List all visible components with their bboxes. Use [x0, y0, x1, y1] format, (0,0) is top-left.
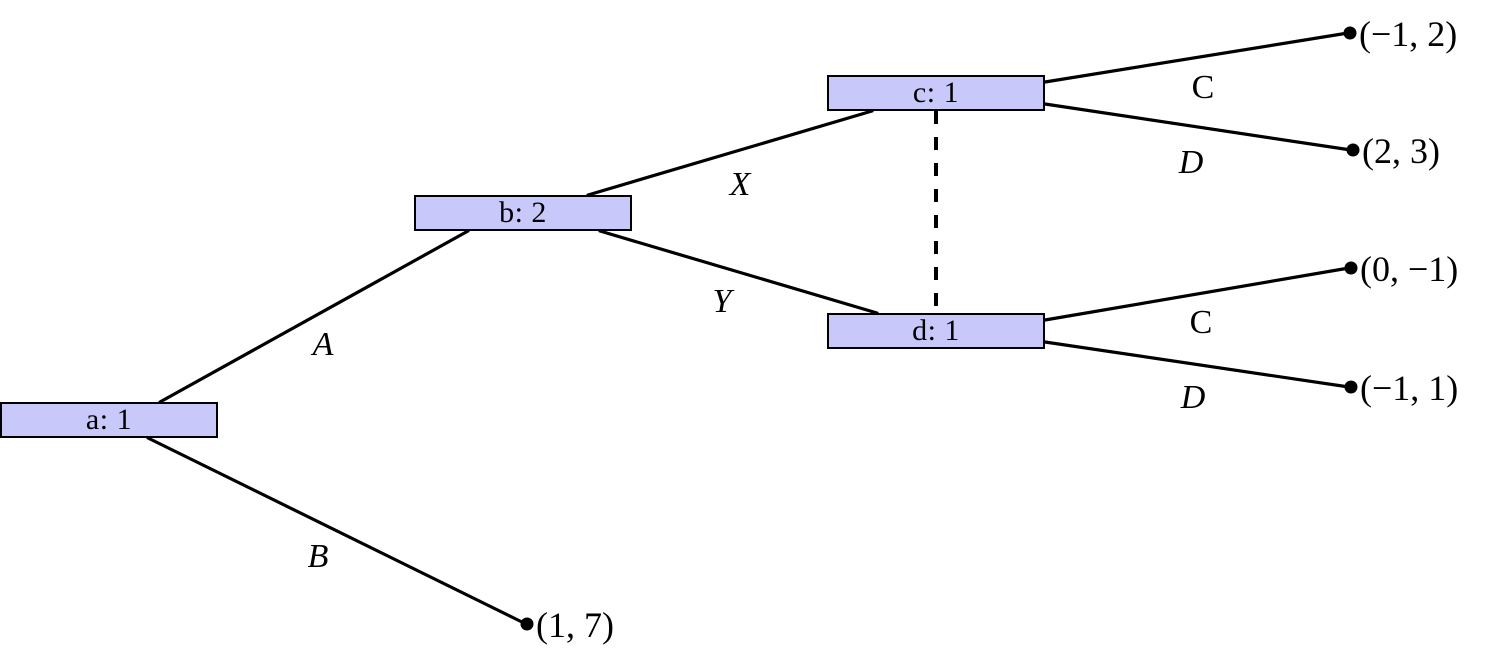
decision-node-label-b: b: 2	[499, 196, 547, 229]
tree-edge-d-t3	[1043, 266, 1351, 322]
tree-edge-a-t5	[146, 436, 526, 625]
action-label-a-t5: B	[307, 538, 329, 575]
terminal-node-dot-t5	[520, 617, 534, 631]
terminal-node-dot-t1	[1343, 26, 1357, 40]
terminal-node-dot-t3	[1344, 261, 1358, 275]
tree-edge-b-d	[598, 229, 879, 315]
terminal-dots-group	[520, 26, 1360, 631]
action-label-b-d: Y	[712, 283, 732, 320]
tree-edge-a-b	[158, 229, 470, 404]
action-label-a-b: A	[312, 326, 334, 363]
terminal-node-dot-t2	[1346, 143, 1360, 157]
decision-node-label-c: c: 1	[912, 76, 960, 109]
action-label-c-t1: C	[1191, 69, 1215, 106]
decision-node-label-d: d: 1	[912, 314, 960, 347]
terminal-node-dot-t4	[1344, 380, 1358, 394]
tree-edge-c-t1	[1043, 31, 1350, 84]
decision-node-c[interactable]: c: 1	[827, 75, 1045, 111]
payoff-label-t2: (2, 3)	[1362, 131, 1440, 171]
tree-edge-b-c	[586, 109, 874, 197]
decision-node-b[interactable]: b: 2	[414, 195, 632, 231]
decision-node-a[interactable]: a: 1	[0, 402, 218, 438]
action-label-b-c: X	[729, 166, 751, 203]
action-label-d-t4: D	[1180, 379, 1206, 416]
edge-lines-group	[146, 31, 1353, 625]
decision-node-d[interactable]: d: 1	[827, 313, 1045, 349]
tree-edge-c-t2	[1043, 102, 1353, 152]
action-label-d-t3: C	[1189, 304, 1213, 341]
decision-node-label-a: a: 1	[85, 403, 133, 436]
action-label-c-t2: D	[1178, 144, 1204, 181]
payoff-label-t1: (−1, 2)	[1359, 14, 1458, 54]
payoff-label-t5: (1, 7)	[536, 605, 614, 645]
payoff-label-t4: (−1, 1)	[1360, 368, 1459, 408]
payoff-label-t3: (0, −1)	[1360, 249, 1459, 289]
tree-edge-d-t4	[1043, 340, 1351, 389]
